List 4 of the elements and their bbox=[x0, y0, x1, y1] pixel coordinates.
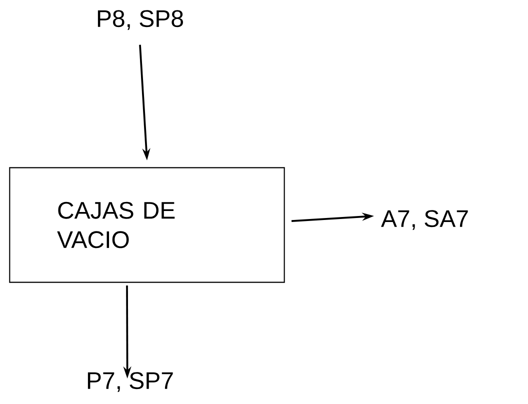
process-box: CAJAS DE VACIO bbox=[9, 167, 285, 283]
label-text: A7, SA7 bbox=[381, 210, 468, 230]
label-text: P7, SP7 bbox=[88, 372, 173, 392]
label-text: P8, SP8 bbox=[98, 10, 183, 30]
